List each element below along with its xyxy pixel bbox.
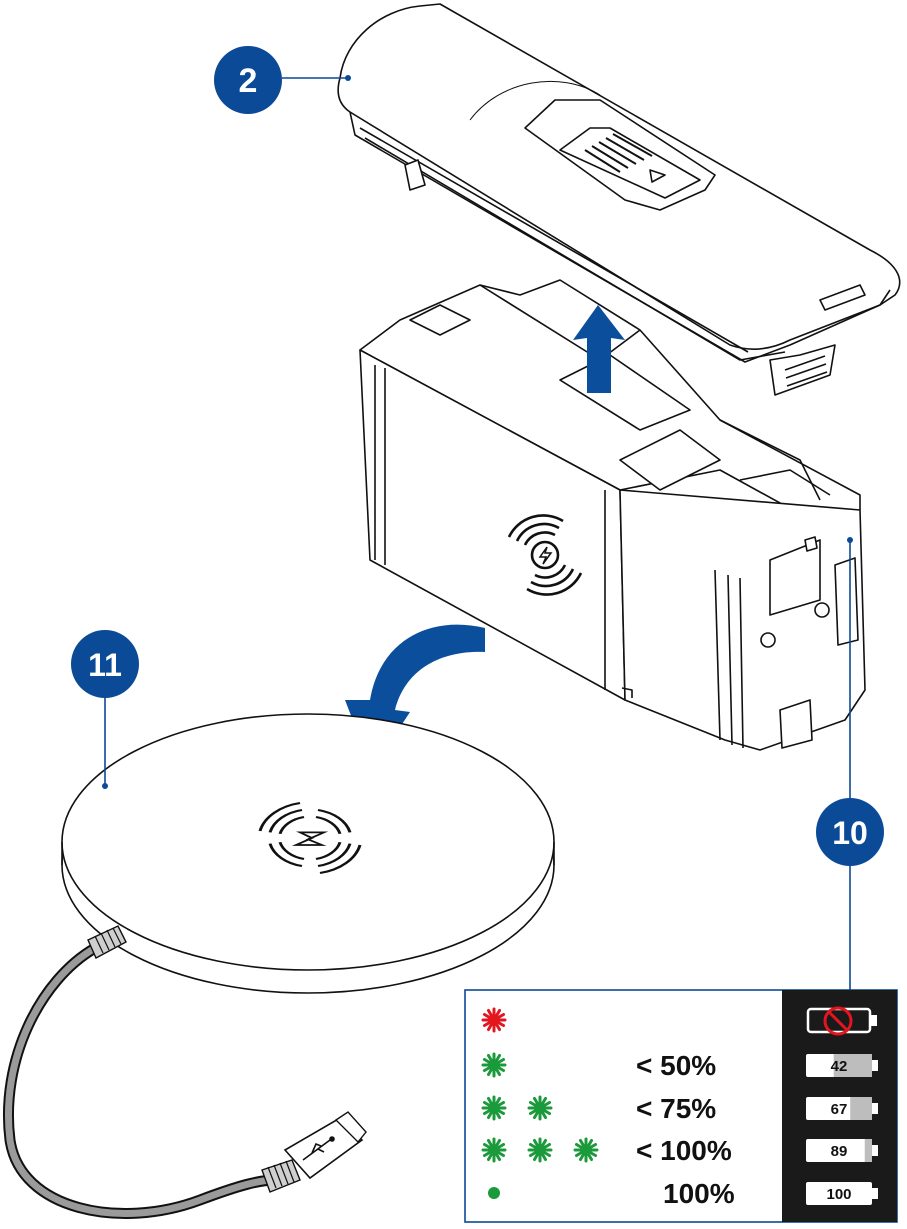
callout-10-label: 10 bbox=[832, 815, 868, 851]
battery-cover bbox=[337, 3, 901, 396]
callout-11: 11 bbox=[71, 630, 139, 789]
status-row: < 50% 42 bbox=[481, 1050, 878, 1081]
status-row bbox=[481, 1006, 877, 1036]
battery-icon: 67 bbox=[806, 1097, 878, 1120]
charge-level-label: < 100% bbox=[636, 1135, 732, 1166]
battery-percent-label: 42 bbox=[831, 1058, 848, 1075]
usb-icon bbox=[302, 1136, 335, 1161]
wireless-charging-icon bbox=[507, 514, 583, 596]
battery-icon: 42 bbox=[806, 1054, 878, 1077]
callout-10: 10 bbox=[816, 537, 884, 990]
charging-pad bbox=[61, 713, 555, 994]
led-blink-icon bbox=[481, 1007, 507, 1033]
led-blink-icon bbox=[573, 1137, 599, 1163]
led-solid-icon bbox=[488, 1187, 500, 1199]
led-blink-icon bbox=[481, 1137, 507, 1163]
battery-empty-icon bbox=[806, 1006, 877, 1036]
callout-2-label: 2 bbox=[239, 62, 258, 100]
status-row: < 100% 89 bbox=[481, 1135, 878, 1166]
led-blink-icon bbox=[527, 1095, 553, 1121]
battery-module bbox=[359, 279, 866, 751]
battery-icon: 89 bbox=[806, 1139, 878, 1162]
battery-icon: 100 bbox=[806, 1182, 878, 1205]
usb-cable bbox=[3, 925, 367, 1219]
led-blink-icon bbox=[481, 1095, 507, 1121]
battery-percent-label: 89 bbox=[831, 1143, 848, 1160]
charge-level-label: 100% bbox=[663, 1178, 735, 1209]
status-row: < 75% 67 bbox=[481, 1093, 878, 1124]
status-row: 100% 100 bbox=[488, 1178, 878, 1209]
callout-2: 2 bbox=[214, 46, 351, 114]
led-blink-icon bbox=[527, 1137, 553, 1163]
lift-arrow bbox=[573, 305, 625, 393]
callout-11-label: 11 bbox=[88, 647, 122, 683]
charge-level-label: < 50% bbox=[636, 1050, 716, 1081]
led-blink-icon bbox=[481, 1052, 507, 1078]
wireless-charging-icon bbox=[258, 801, 362, 875]
battery-percent-label: 100 bbox=[826, 1186, 851, 1203]
battery-percent-label: 67 bbox=[831, 1101, 848, 1118]
charge-level-label: < 75% bbox=[636, 1093, 716, 1124]
